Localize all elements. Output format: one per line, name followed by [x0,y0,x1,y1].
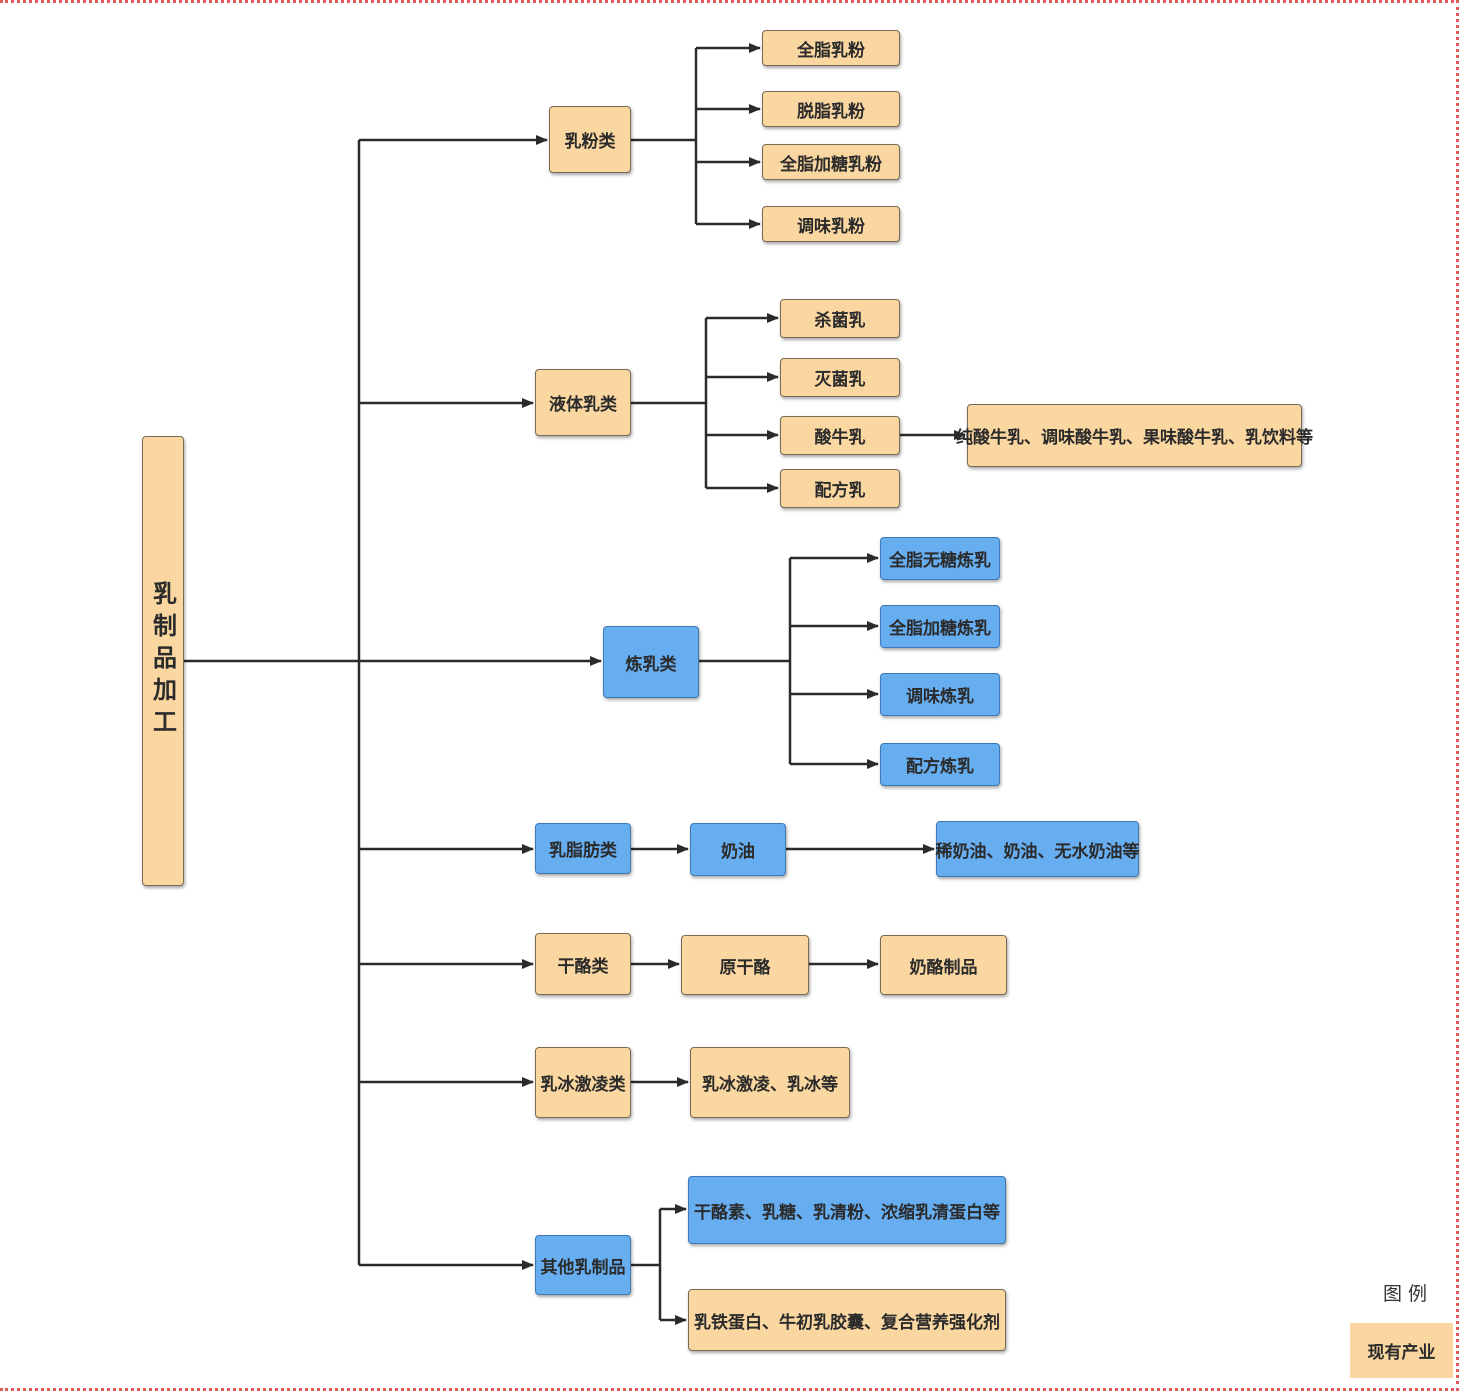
category-cheese: 干酪类 [535,933,631,995]
condensed-item: 配方炼乳 [880,743,1000,786]
condensed-item: 调味炼乳 [880,673,1000,716]
liquid-milk-item: 杀菌乳 [780,299,900,338]
category-ice-cream: 乳冰激凌类 [535,1047,631,1118]
milk-powder-item: 全脂乳粉 [762,30,900,66]
other-item: 干酪素、乳糖、乳清粉、浓缩乳清蛋白等 [688,1176,1006,1244]
category-liquid-milk: 液体乳类 [535,369,631,436]
condensed-item: 全脂加糖炼乳 [880,605,1000,648]
raw-cheese-node: 原干酪 [681,935,809,995]
milk-powder-item: 脱脂乳粉 [762,91,900,127]
category-milk-fat: 乳脂肪类 [535,823,631,874]
yogurt-products: 纯酸牛乳、调味酸牛乳、果味酸牛乳、乳饮料等 [956,404,1313,467]
category-milk-powder: 乳粉类 [549,106,631,173]
liquid-milk-item: 配方乳 [780,469,900,508]
liquid-milk-item: 酸牛乳 [780,416,900,455]
category-condensed-milk: 炼乳类 [603,626,699,698]
legend-existing-industry: 现有产业 [1350,1323,1453,1378]
ice-cream-products: 乳冰激凌、乳冰等 [690,1047,850,1118]
cheese-products: 奶酪制品 [880,935,1007,995]
root-node: 乳制品加工 [142,436,184,886]
category-other: 其他乳制品 [535,1235,631,1295]
cream-products: 稀奶油、奶油、无水奶油等 [936,821,1140,877]
liquid-milk-item: 灭菌乳 [780,358,900,397]
milk-powder-item: 调味乳粉 [762,206,900,242]
legend-title: 图 例 [1383,1283,1428,1305]
milk-powder-item: 全脂加糖乳粉 [762,144,900,180]
condensed-item: 全脂无糖炼乳 [880,537,1000,580]
cream-node: 奶油 [690,823,786,876]
other-item: 乳铁蛋白、牛初乳胶囊、复合营养强化剂 [688,1289,1006,1351]
